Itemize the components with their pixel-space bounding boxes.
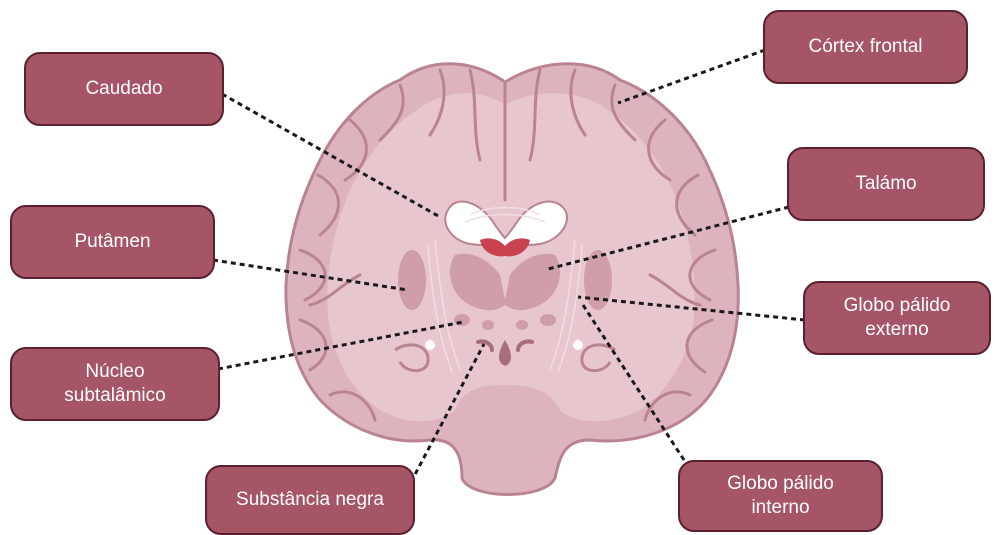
subthalamic-left xyxy=(454,314,470,326)
label-caudado: Caudado xyxy=(24,52,224,126)
label-globo-palido-interno: Globo pálido interno xyxy=(678,460,883,532)
brain-coronal-section xyxy=(286,64,738,495)
subthalamic-mid-left xyxy=(482,320,494,330)
label-nucleo-subtalamico: Núcleo subtalâmico xyxy=(10,347,220,421)
white-matter xyxy=(327,93,694,421)
label-talamo: Talámo xyxy=(787,147,985,221)
label-cortex-frontal: Córtex frontal xyxy=(763,10,968,84)
subthalamic-mid-right xyxy=(516,320,528,330)
tail-right xyxy=(573,340,583,350)
subthalamic-right xyxy=(540,314,556,326)
tail-left xyxy=(425,340,435,350)
label-putamen: Putâmen xyxy=(10,205,215,279)
caudate-putamen-left xyxy=(398,250,426,310)
label-substancia-negra: Substância negra xyxy=(205,465,415,535)
label-globo-palido-externo: Globo pálido externo xyxy=(803,281,991,355)
